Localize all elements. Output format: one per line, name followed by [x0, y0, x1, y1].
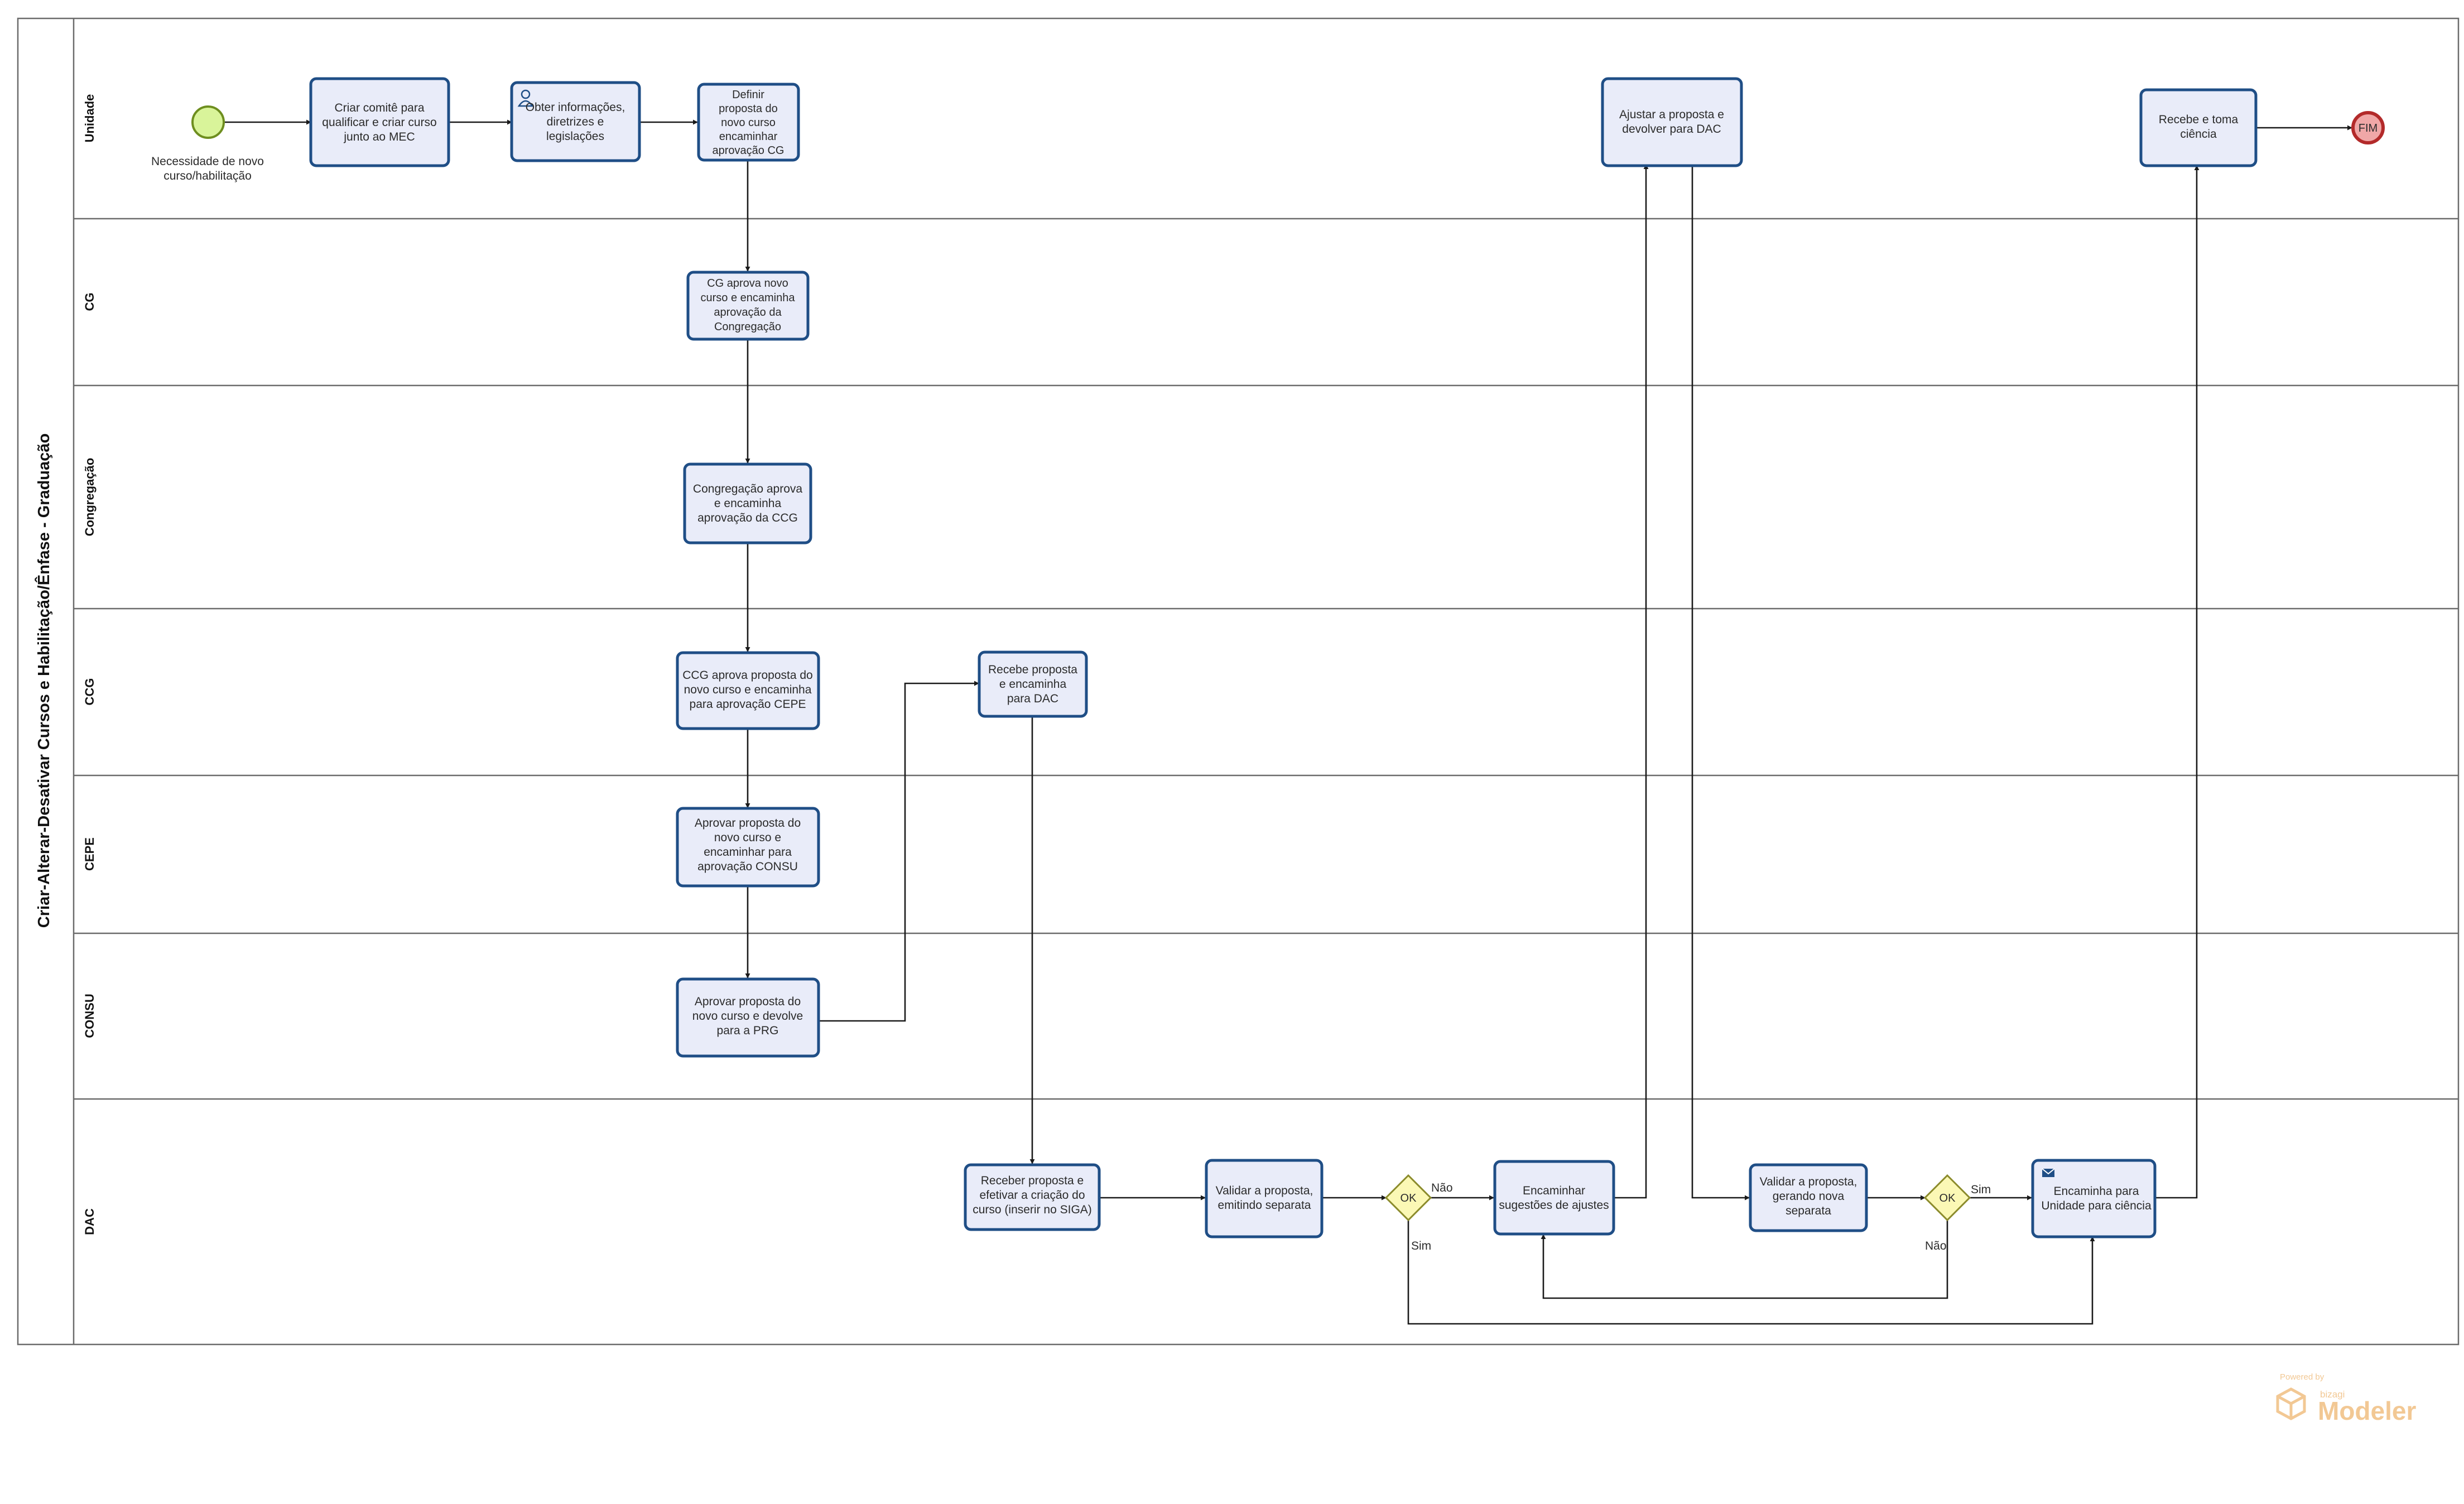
- task-label-line: aprovação CONSU: [697, 860, 798, 873]
- task-encaminha-para-unidade[interactable]: Encaminha para Unidade para ciência: [2031, 1159, 2157, 1238]
- pool: [17, 17, 2460, 1346]
- lane-label-unidade: Unidade: [83, 94, 97, 143]
- task-cg-aprova[interactable]: CG aprova novo curso e encaminha aprovaç…: [686, 271, 810, 341]
- task-recebe-e-toma-ciencia[interactable]: Recebe e toma ciência: [2139, 88, 2258, 167]
- task-label-line: Validar a proposta,: [1760, 1175, 1857, 1188]
- task-label-line: Ajustar a proposta e: [1619, 108, 1724, 121]
- task-label-line: Encaminhar: [1523, 1184, 1585, 1197]
- task-definir-proposta[interactable]: Definir proposta do novo curso encaminha…: [697, 83, 800, 162]
- task-label-line: encaminhar: [719, 131, 778, 143]
- gateway-2-no-label: Não: [1925, 1240, 1947, 1252]
- gateway-label: OK: [1401, 1192, 1417, 1204]
- task-label-line: sugestões de ajustes: [1499, 1199, 1609, 1212]
- start-event-circle: [191, 105, 225, 139]
- task-label-line: diretrizes e: [547, 115, 604, 128]
- task-label-line: Obter informações,: [526, 101, 625, 114]
- task-label-line: Receber proposta e: [981, 1174, 1084, 1187]
- task-label-line: Congregação aprova: [693, 483, 802, 495]
- lane-label-dac: DAC: [83, 1208, 97, 1235]
- task-label-line: qualificar e criar curso: [322, 116, 436, 129]
- task-label-line: gerando nova: [1773, 1190, 1845, 1203]
- bizagi-label: bizagi: [2320, 1389, 2345, 1400]
- task-encaminhar-sugestoes[interactable]: Encaminhar sugestões de ajustes: [1493, 1160, 1615, 1236]
- task-label-line: curso (inserir no SIGA): [973, 1203, 1092, 1216]
- gateway-ok-1[interactable]: OK: [1384, 1174, 1432, 1222]
- task-label-line: e encaminha: [999, 678, 1067, 691]
- task-label-line: para a PRG: [717, 1024, 779, 1037]
- task-criar-comite[interactable]: Criar comitê para qualificar e criar cur…: [309, 77, 450, 167]
- task-label-line: para aprovação CEPE: [690, 698, 806, 711]
- task-label-line: Validar a proposta,: [1216, 1184, 1313, 1197]
- task-label-line: Recebe proposta: [988, 663, 1077, 676]
- sequence-flows: [225, 119, 2352, 1325]
- lane-label-consu: CONSU: [83, 994, 97, 1038]
- pool-title: Criar-Alterar-Desativar Cursos e Habilit…: [34, 433, 53, 928]
- task-label-line: aprovação da CCG: [697, 512, 798, 524]
- task-validar-emitindo-separata[interactable]: Validar a proposta, emitindo separata: [1205, 1159, 1324, 1238]
- task-label-line: efetivar a criação do: [979, 1189, 1085, 1202]
- task-label-line: ciência: [2180, 128, 2217, 141]
- task-aprovar-proposta-cepe[interactable]: Aprovar proposta do novo curso e encamin…: [676, 807, 820, 888]
- lane-label-cg: CG: [83, 293, 97, 311]
- bizagi-modeler-watermark: Powered by bizagi Modeler: [2276, 1372, 2416, 1425]
- start-event-label-line-1: Necessidade de novo: [151, 155, 264, 168]
- task-label-line: separata: [1786, 1204, 1831, 1217]
- task-ccg-aprova[interactable]: CCG aprova proposta do novo curso e enca…: [676, 651, 820, 730]
- lane-label-congregacao: Congregação: [83, 458, 97, 537]
- task-validar-gerando-separata[interactable]: Validar a proposta, gerando nova separat…: [1749, 1163, 1868, 1232]
- task-label-line: e encaminha: [714, 497, 782, 510]
- task-label-line: CCG aprova proposta do: [682, 669, 812, 682]
- task-label-line: Congregação: [714, 321, 781, 333]
- task-label-line: para DAC: [1007, 692, 1058, 705]
- task-label-line: novo curso e encaminha: [684, 683, 812, 696]
- gateway-2-yes-label: Sim: [1971, 1183, 1991, 1196]
- gateway-ok-2[interactable]: OK: [1923, 1174, 1971, 1222]
- envelope-icon: [2042, 1168, 2055, 1177]
- end-event: FIM: [2351, 111, 2385, 144]
- task-label-line: aprovação CG: [713, 144, 785, 157]
- lane-label-cepe: CEPE: [83, 837, 97, 871]
- gateway-1-yes-label: Sim: [1411, 1240, 1431, 1252]
- task-label-line: novo curso e: [714, 831, 781, 844]
- task-label-line: Aprovar proposta do: [695, 817, 801, 830]
- task-label-line: emitindo separata: [1218, 1199, 1311, 1212]
- user-icon: [517, 89, 534, 107]
- task-aprovar-proposta-consu[interactable]: Aprovar proposta do novo curso e devolve…: [676, 977, 820, 1058]
- end-event-label: FIM: [2359, 122, 2378, 134]
- task-label-line: Unidade para ciência: [2041, 1199, 2152, 1212]
- task-label-line: Encaminha para: [2054, 1185, 2139, 1198]
- start-event-label-line-2: curso/habilitação: [163, 170, 252, 182]
- lane-label-ccg: CCG: [83, 678, 97, 706]
- powered-by-label: Powered by: [2280, 1372, 2325, 1382]
- task-ajustar-proposta[interactable]: Ajustar a proposta e devolver para DAC: [1601, 77, 1743, 167]
- bizagi-logo-icon: [2276, 1387, 2306, 1420]
- start-event: Necessidade de novo curso/habilitação: [151, 105, 264, 182]
- task-obter-informacoes[interactable]: Obter informações, diretrizes e legislaç…: [510, 81, 641, 162]
- task-congregacao-aprova[interactable]: Congregação aprova e encaminha aprovação…: [683, 462, 812, 544]
- gateway-label: OK: [1940, 1192, 1956, 1204]
- task-label-line: encaminhar para: [704, 846, 792, 859]
- task-label-line: Definir: [732, 89, 764, 101]
- task-label-line: CG aprova novo: [707, 277, 788, 290]
- modeler-label: Modeler: [2318, 1396, 2416, 1425]
- task-label-line: legislações: [546, 130, 604, 143]
- task-label-line: Aprovar proposta do: [695, 995, 801, 1008]
- task-receber-proposta-efetivar[interactable]: Receber proposta e efetivar a criação do…: [964, 1163, 1101, 1231]
- gateway-1-no-label: Não: [1431, 1182, 1453, 1194]
- task-label-line: novo curso: [721, 117, 776, 129]
- task-label-line: novo curso e devolve: [692, 1010, 803, 1023]
- task-label-line: curso e encaminha: [701, 292, 796, 304]
- task-label-line: Recebe e toma: [2159, 113, 2239, 126]
- task-label-line: devolver para DAC: [1622, 123, 1721, 136]
- task-label-line: proposta do: [719, 103, 778, 115]
- task-recebe-proposta[interactable]: Recebe proposta e encaminha para DAC: [978, 650, 1088, 718]
- task-label-line: aprovação da: [714, 306, 782, 319]
- end-event-circle: [2351, 111, 2385, 144]
- task-label-line: Criar comitê para: [334, 102, 424, 114]
- task-label-line: junto ao MEC: [343, 131, 415, 143]
